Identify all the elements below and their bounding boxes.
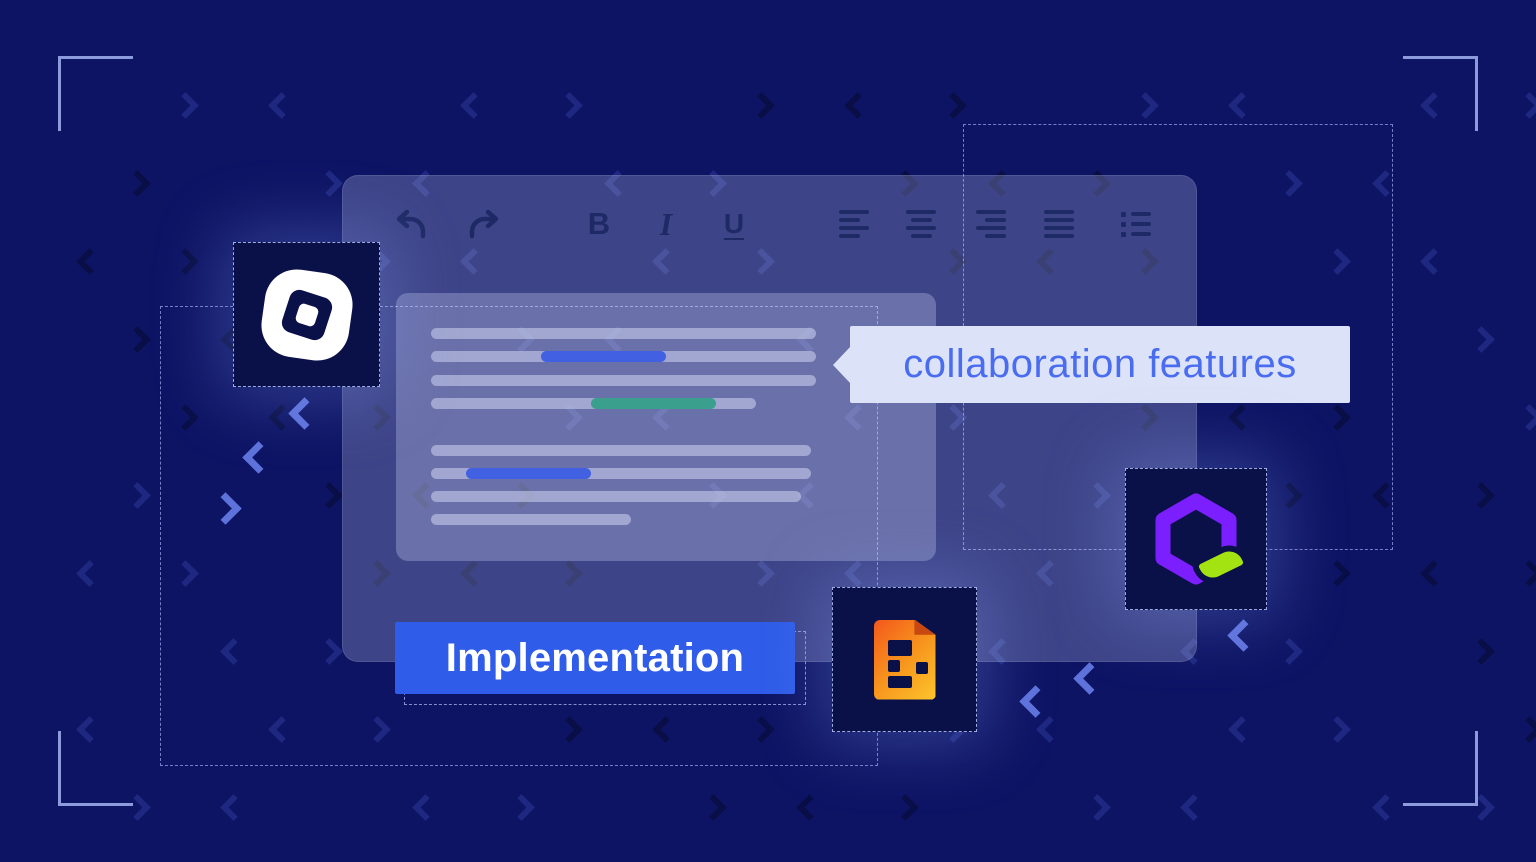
chevron-icon bbox=[1228, 716, 1255, 743]
list-icon bbox=[1121, 211, 1151, 237]
chevron-icon bbox=[1420, 560, 1447, 587]
undo-button[interactable] bbox=[392, 200, 430, 248]
callout-bubble: collaboration features bbox=[833, 326, 1350, 403]
callout-arrow-icon bbox=[833, 345, 851, 384]
text-line-bar bbox=[431, 375, 816, 386]
align-right-button[interactable] bbox=[976, 200, 1006, 248]
chevron-icon bbox=[316, 170, 343, 197]
italic-button[interactable]: I bbox=[660, 200, 672, 248]
align-center-button[interactable] bbox=[906, 200, 936, 248]
chevron-icon bbox=[1468, 638, 1495, 665]
chevron-icon bbox=[1019, 685, 1052, 718]
align-justify-button[interactable] bbox=[1044, 200, 1074, 248]
text-line-bar bbox=[431, 445, 811, 456]
implementation-button[interactable]: Implementation bbox=[395, 622, 795, 694]
chevron-icon bbox=[1420, 248, 1447, 275]
chevron-icon bbox=[412, 794, 439, 821]
chevron-icon bbox=[1516, 716, 1536, 743]
chevron-icon bbox=[1073, 662, 1106, 695]
chevron-icon bbox=[172, 92, 199, 119]
document-preview[interactable] bbox=[396, 293, 936, 561]
chevron-icon bbox=[1516, 560, 1536, 587]
callout-text: collaboration features bbox=[903, 342, 1297, 386]
chevron-icon bbox=[1132, 92, 1159, 119]
chevron-icon bbox=[844, 92, 871, 119]
corner-bracket-bottom-right bbox=[1403, 731, 1478, 806]
chevron-icon bbox=[1516, 404, 1536, 431]
file-block bbox=[887, 639, 912, 656]
chevron-icon bbox=[1036, 716, 1063, 743]
file-block bbox=[887, 675, 912, 688]
chevron-icon bbox=[124, 170, 151, 197]
undo-icon bbox=[396, 209, 426, 239]
bold-button[interactable]: B bbox=[588, 200, 610, 248]
app-tile-document[interactable] bbox=[832, 587, 977, 732]
chevron-icon bbox=[1084, 794, 1111, 821]
highlight-bar bbox=[591, 398, 716, 409]
chevron-icon bbox=[700, 794, 727, 821]
chevron-icon bbox=[124, 326, 151, 353]
align-center-icon bbox=[906, 210, 936, 238]
chevron-icon bbox=[556, 92, 583, 119]
document-app-icon bbox=[873, 619, 936, 700]
chevron-icon bbox=[1228, 92, 1255, 119]
chevron-icon bbox=[796, 794, 823, 821]
text-line-bar bbox=[431, 514, 631, 525]
highlight-bar bbox=[466, 468, 591, 479]
chevron-icon bbox=[76, 248, 103, 275]
text-line-bar bbox=[431, 328, 816, 339]
app-tile-shutter[interactable] bbox=[233, 242, 380, 387]
chevron-icon bbox=[1180, 794, 1207, 821]
corner-bracket-bottom-left bbox=[58, 731, 133, 806]
redo-icon bbox=[469, 209, 499, 239]
chevron-icon bbox=[124, 482, 151, 509]
corner-bracket-top-left bbox=[58, 56, 133, 131]
align-justify-icon bbox=[1044, 210, 1074, 238]
chevron-icon bbox=[508, 794, 535, 821]
editor-panel: B I U bbox=[342, 175, 1197, 662]
align-left-button[interactable] bbox=[839, 200, 869, 248]
chevron-icon bbox=[220, 794, 247, 821]
chevron-icon bbox=[1324, 560, 1351, 587]
align-right-icon bbox=[976, 210, 1006, 238]
chevron-icon bbox=[1468, 482, 1495, 509]
text-line-bar bbox=[431, 491, 801, 502]
chevron-icon bbox=[1227, 619, 1260, 652]
hexagon-leaf-app-icon bbox=[1150, 493, 1245, 585]
chevron-icon bbox=[892, 794, 919, 821]
chevron-icon bbox=[76, 560, 103, 587]
redo-button[interactable] bbox=[465, 200, 503, 248]
chevron-icon bbox=[940, 92, 967, 119]
chevron-icon bbox=[460, 92, 487, 119]
chevron-icon bbox=[748, 92, 775, 119]
app-tile-hexagon-leaf[interactable] bbox=[1125, 468, 1267, 610]
chevron-icon bbox=[1516, 92, 1536, 119]
file-block bbox=[887, 659, 900, 672]
corner-bracket-top-right bbox=[1403, 56, 1478, 131]
list-button[interactable] bbox=[1121, 200, 1151, 248]
text-line-bar bbox=[431, 468, 811, 479]
hexagon-ring-icon bbox=[1155, 493, 1237, 585]
chevron-icon bbox=[1276, 638, 1303, 665]
editor-toolbar: B I U bbox=[343, 200, 1196, 248]
dashed-frame-left bbox=[160, 306, 878, 766]
chevron-icon bbox=[172, 248, 199, 275]
align-left-icon bbox=[839, 210, 869, 238]
chevron-icon bbox=[268, 92, 295, 119]
implementation-label: Implementation bbox=[445, 635, 745, 680]
highlight-bar bbox=[541, 351, 666, 362]
chevron-icon bbox=[1468, 326, 1495, 353]
chevron-icon bbox=[1324, 716, 1351, 743]
underline-button[interactable]: U bbox=[724, 200, 744, 248]
chevron-icon bbox=[1372, 794, 1399, 821]
file-block bbox=[915, 661, 928, 674]
shutter-app-icon bbox=[256, 264, 357, 365]
